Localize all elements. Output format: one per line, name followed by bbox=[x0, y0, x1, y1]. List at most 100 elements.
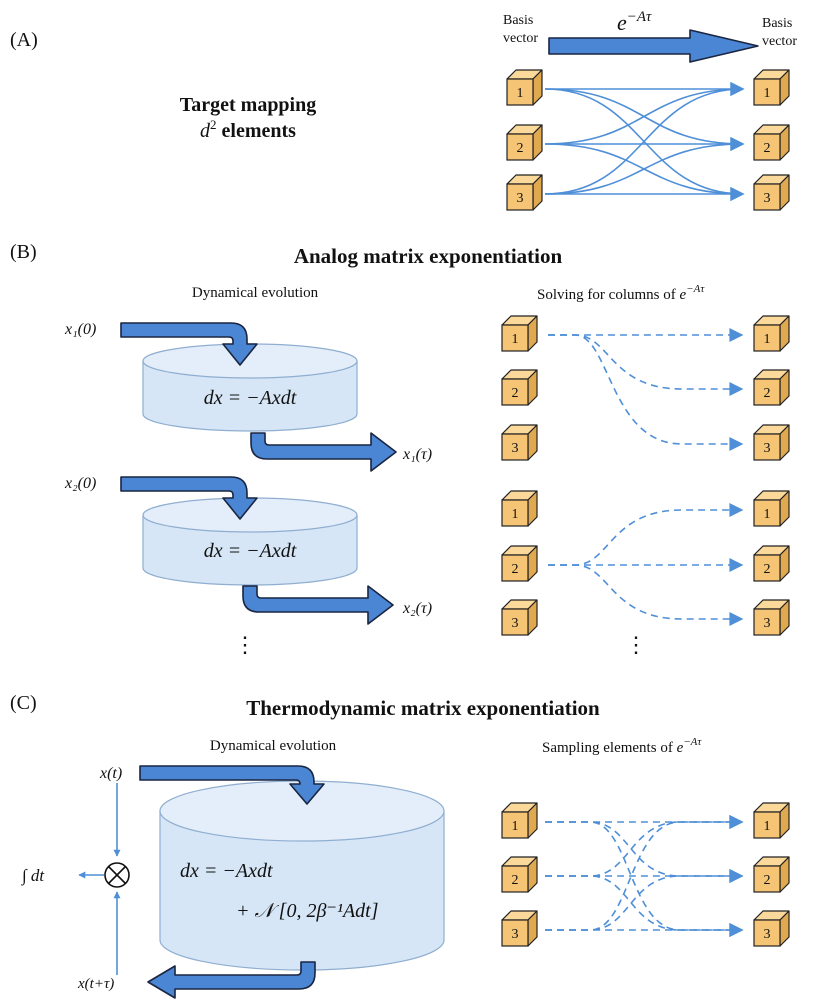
cube-number: 1 bbox=[512, 819, 519, 834]
cube-number: 2 bbox=[517, 141, 524, 156]
input-arrow-1 bbox=[120, 322, 258, 366]
basis-left-label-1: Basis bbox=[503, 13, 533, 28]
cube-b2-left-3: 3 bbox=[501, 599, 538, 636]
left-ellipsis: ⋮ bbox=[234, 632, 256, 657]
sampling-curve bbox=[545, 815, 744, 931]
cube-number: 1 bbox=[764, 819, 771, 834]
output-arrow-1 bbox=[250, 432, 397, 472]
cube-right-3: 3 bbox=[753, 174, 790, 211]
cube-number: 3 bbox=[764, 441, 771, 456]
cube-number: 3 bbox=[764, 616, 771, 631]
thermo-tank: dx = −Axdt + 𝒩 [0, 2β⁻¹Adt] bbox=[159, 780, 445, 971]
panel-a: (A) Basis vector Basis vector e−Aτ Targe… bbox=[10, 9, 797, 211]
sampling-lines bbox=[545, 815, 744, 937]
column-curve-1 bbox=[548, 334, 744, 451]
cube-b1-right-1: 1 bbox=[753, 315, 790, 352]
cube-right-1: 1 bbox=[753, 69, 790, 106]
output-label-2: x₂(τ) bbox=[402, 600, 432, 617]
panel-a-label: (A) bbox=[10, 29, 38, 51]
cube-b2-left-2: 2 bbox=[501, 545, 538, 582]
operator-label: e−Aτ bbox=[617, 9, 652, 35]
target-elements-label: d2 elements bbox=[200, 117, 296, 142]
cube-number: 3 bbox=[512, 927, 519, 942]
thermo-equation-1: dx = −Axdt bbox=[180, 860, 273, 882]
cube-number: 1 bbox=[517, 86, 524, 101]
cube-c-left-3: 3 bbox=[501, 910, 538, 947]
cube-b2-left-1: 1 bbox=[501, 490, 538, 527]
cube-b1-left-2: 2 bbox=[501, 369, 538, 406]
tank-1-equation: dx = −Axdt bbox=[204, 387, 297, 409]
panel-b-label: (B) bbox=[10, 241, 37, 263]
cube-c-left-2: 2 bbox=[501, 856, 538, 893]
cube-c-left-1: 1 bbox=[501, 802, 538, 839]
column-curve-2 bbox=[548, 503, 744, 566]
column-curve-1 bbox=[548, 334, 744, 396]
cube-number: 1 bbox=[764, 86, 771, 101]
sampling-curve bbox=[545, 821, 744, 937]
basis-right-label-1: Basis bbox=[762, 16, 792, 31]
panel-c-left-caption: Dynamical evolution bbox=[210, 738, 337, 754]
evolution-tank-2: dx = −Axdt bbox=[142, 497, 358, 586]
cube-number: 2 bbox=[512, 873, 519, 888]
basis-cubes-left: 1 2 3 bbox=[506, 69, 543, 211]
basis-right-label-2: vector bbox=[762, 34, 797, 49]
cube-number: 1 bbox=[512, 507, 519, 522]
evolution-tank-1: dx = −Axdt bbox=[142, 343, 358, 432]
big-map-arrow bbox=[548, 29, 759, 63]
mapping-lines bbox=[544, 82, 745, 201]
thermo-output-arrow bbox=[147, 961, 316, 999]
cube-b1-left-1: 1 bbox=[501, 315, 538, 352]
cube-number: 3 bbox=[512, 616, 519, 631]
cube-number: 2 bbox=[764, 873, 771, 888]
cube-number: 2 bbox=[512, 386, 519, 401]
cube-c-right-1: 1 bbox=[753, 802, 790, 839]
mapping-curve bbox=[544, 82, 745, 195]
panel-b-right-caption: Solving for columns of e−Aτ bbox=[537, 283, 705, 303]
cube-number: 2 bbox=[764, 562, 771, 577]
mapping-curve bbox=[544, 82, 745, 145]
panel-b-cubes: 1 2 3 1 2 3 1 2 3 1 2 3 bbox=[501, 315, 790, 636]
output-label-1: x₁(τ) bbox=[402, 446, 432, 463]
cube-number: 2 bbox=[764, 141, 771, 156]
cube-number: 1 bbox=[512, 332, 519, 347]
cube-number: 1 bbox=[764, 507, 771, 522]
panel-c-cubes: 1 1 2 2 3 3 bbox=[501, 802, 790, 947]
cube-b2-right-2: 2 bbox=[753, 545, 790, 582]
thermo-input-label: x(t) bbox=[99, 765, 122, 782]
cube-b2-right-1: 1 bbox=[753, 490, 790, 527]
cube-b1-left-3: 3 bbox=[501, 424, 538, 461]
cube-b1-right-3: 3 bbox=[753, 424, 790, 461]
target-mapping-title: Target mapping bbox=[180, 94, 317, 116]
thermo-output-label: x(t+τ) bbox=[77, 976, 114, 992]
cube-number: 2 bbox=[512, 562, 519, 577]
cube-number: 3 bbox=[764, 927, 771, 942]
cube-c-right-2: 2 bbox=[753, 856, 790, 893]
right-ellipsis: ⋮ bbox=[625, 632, 647, 657]
tank-2-equation: dx = −Axdt bbox=[204, 540, 297, 562]
input-arrow-2 bbox=[120, 476, 258, 520]
thermo-equation-2: + 𝒩 [0, 2β⁻¹Adt] bbox=[236, 900, 379, 922]
cube-c-right-3: 3 bbox=[753, 910, 790, 947]
cube-b1-right-2: 2 bbox=[753, 369, 790, 406]
panel-b: (B) Analog matrix exponentiation Dynamic… bbox=[10, 241, 790, 657]
cube-left-1: 1 bbox=[506, 69, 543, 106]
panel-c-label: (C) bbox=[10, 692, 37, 714]
cube-left-3: 3 bbox=[506, 174, 543, 211]
cube-b2-right-3: 3 bbox=[753, 599, 790, 636]
cube-number: 3 bbox=[512, 441, 519, 456]
integral-label: ∫ dt bbox=[21, 866, 45, 886]
panel-b-left-caption: Dynamical evolution bbox=[192, 285, 319, 301]
panel-b-title: Analog matrix exponentiation bbox=[294, 244, 563, 268]
cube-left-2: 2 bbox=[506, 124, 543, 161]
cube-number: 3 bbox=[764, 191, 771, 206]
panel-c: (C) Thermodynamic matrix exponentiation … bbox=[10, 692, 790, 999]
cube-number: 1 bbox=[764, 332, 771, 347]
cube-number: 3 bbox=[517, 191, 524, 206]
multiply-node bbox=[104, 862, 130, 888]
output-arrow-2 bbox=[242, 585, 394, 625]
mapping-curve bbox=[544, 137, 745, 195]
basis-cubes-right: 1 2 3 bbox=[753, 69, 790, 211]
input-label-2: x₂(0) bbox=[64, 475, 96, 492]
